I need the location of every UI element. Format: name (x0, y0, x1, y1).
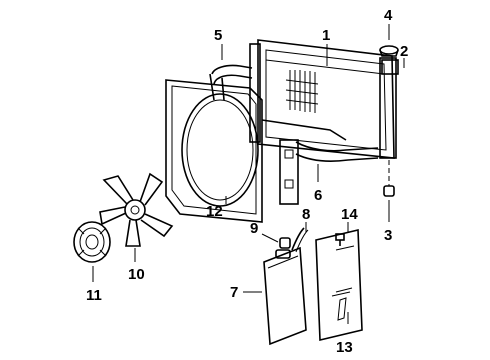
callouts: 1 2 3 4 5 6 7 8 9 10 11 12 13 14 (86, 7, 408, 356)
fan-clutch (73, 221, 111, 263)
callout-9: 9 (250, 220, 258, 237)
overflow-hose (291, 227, 309, 253)
callout-7: 7 (230, 284, 238, 301)
reservoir-cap (279, 237, 291, 249)
callout-4: 4 (384, 7, 393, 24)
callout-11: 11 (86, 287, 102, 304)
splash-shield (315, 228, 363, 342)
callout-5: 5 (214, 27, 222, 44)
coolant-reservoir (263, 246, 307, 346)
fan-blade (99, 172, 174, 247)
drain-plug (383, 160, 395, 197)
callout-14: 14 (341, 206, 358, 223)
upper-hose (209, 64, 253, 101)
callout-2: 2 (400, 43, 408, 60)
leader-lines (92, 24, 405, 324)
callout-3: 3 (384, 227, 392, 244)
lower-hose (295, 141, 379, 162)
radiator-cap (379, 45, 399, 57)
callout-10: 10 (128, 266, 145, 283)
callout-1: 1 (322, 27, 330, 44)
callout-8: 8 (302, 206, 310, 223)
callout-6: 6 (314, 187, 322, 204)
bolt (335, 233, 345, 246)
callout-12: 12 (206, 203, 223, 220)
callout-13: 13 (336, 339, 353, 356)
fan-shroud (165, 79, 347, 223)
radiator (249, 39, 399, 159)
